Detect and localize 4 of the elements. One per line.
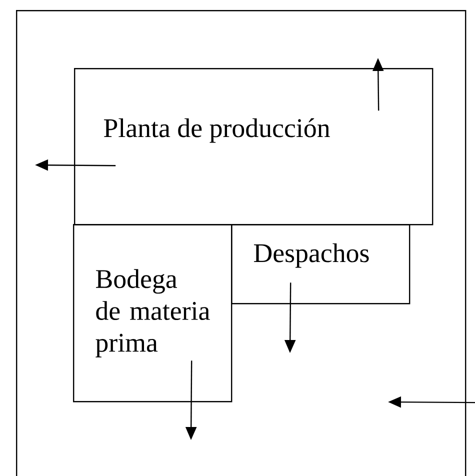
room-box: Bodega de materia prima — [73, 224, 232, 402]
room-box: Despachos — [231, 224, 410, 304]
outer-frame — [16, 10, 466, 476]
room-box: Planta de producción — [74, 68, 434, 226]
